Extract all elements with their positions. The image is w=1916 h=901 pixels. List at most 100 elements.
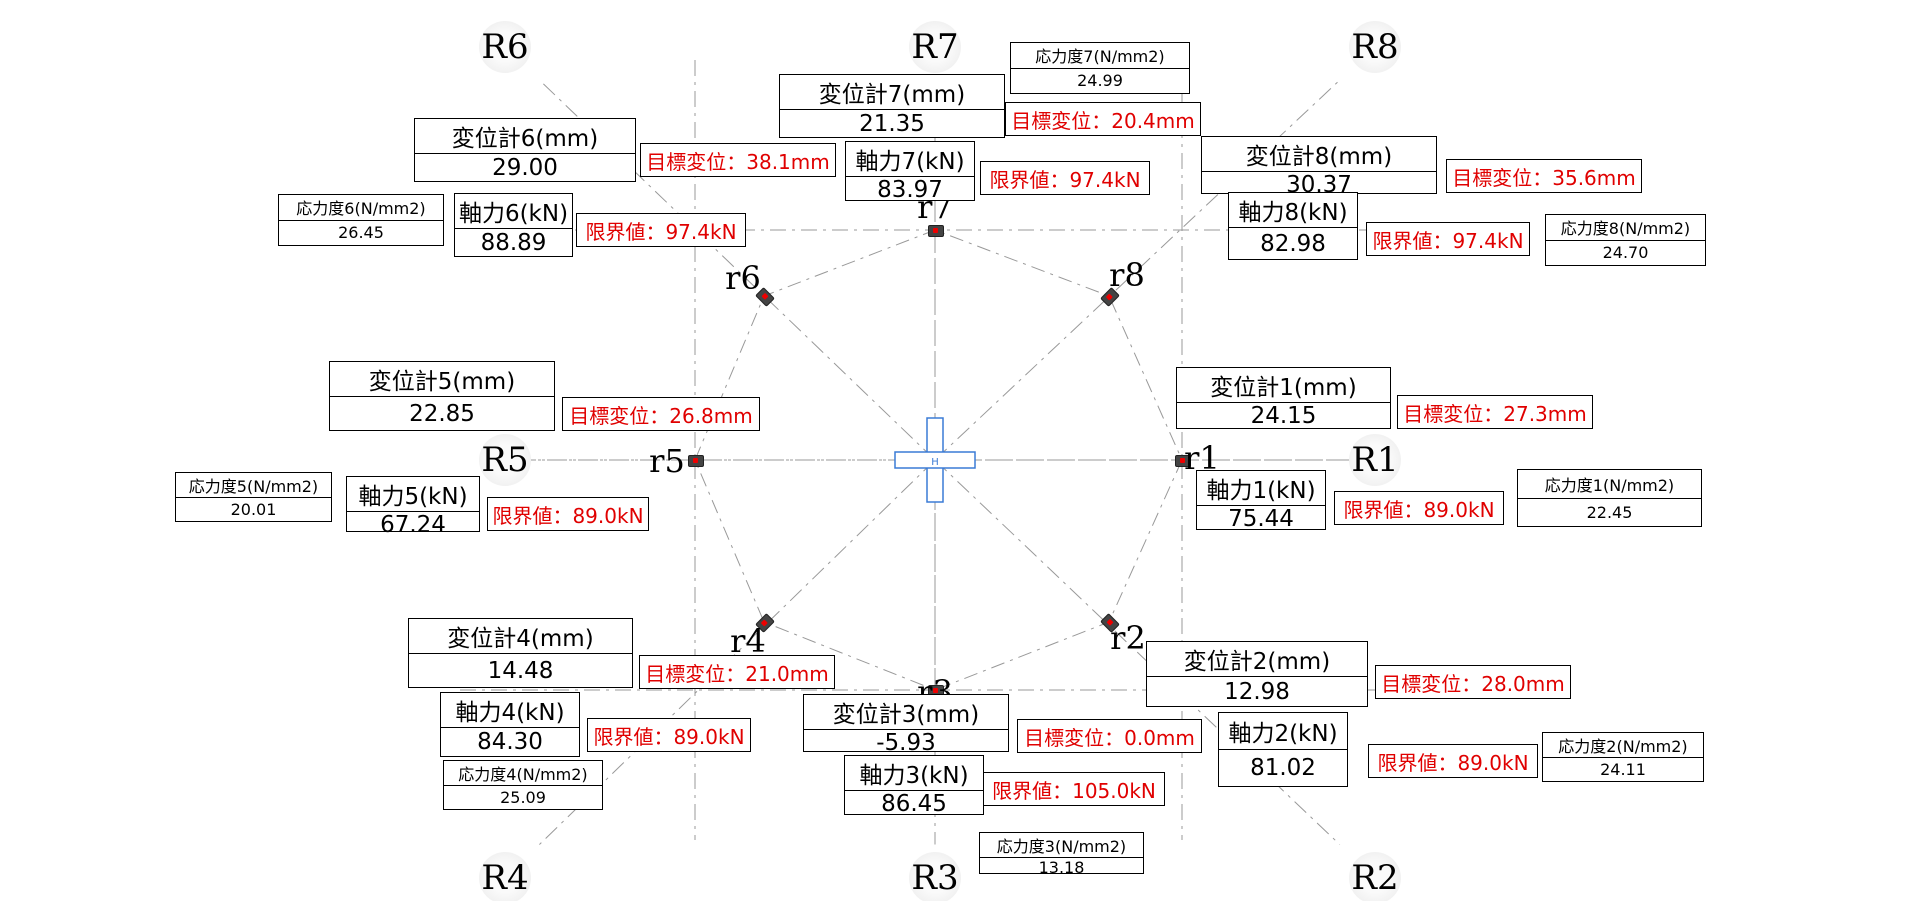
jack-marker-icon bbox=[688, 455, 704, 467]
target-displacement-2: 目標変位：28.0mm bbox=[1375, 665, 1571, 699]
limit-value-6: 限界値：97.4kN bbox=[576, 213, 746, 247]
displacement-box-3: 変位計3(mm)-5.93 bbox=[803, 694, 1009, 756]
displacement-box-4: 変位計4(mm) 14.48 bbox=[408, 618, 633, 688]
stress-title: 応力度6(N/mm2) bbox=[279, 195, 443, 221]
displacement-box-6: 変位計6(mm)29.00 bbox=[414, 118, 636, 182]
inner-label-r6: r6 bbox=[725, 259, 761, 297]
limit-value-4: 限界値：89.0kN bbox=[587, 718, 751, 752]
stress-value: 13.18 bbox=[1038, 858, 1085, 877]
stress-title: 応力度7(N/mm2) bbox=[1011, 43, 1189, 69]
displacement-title: 変位計4(mm) bbox=[409, 619, 632, 654]
outer-label-R8: R8 bbox=[1349, 21, 1401, 73]
displacement-box-5: 変位計5(mm) 22.85 bbox=[329, 361, 555, 431]
displacement-value: -5.93 bbox=[876, 730, 936, 756]
displacement-title: 変位計2(mm) bbox=[1147, 642, 1367, 677]
limit-value-8: 限界値：97.4kN bbox=[1366, 222, 1530, 256]
outer-label-R3: R3 bbox=[909, 852, 961, 901]
displacement-value: 21.35 bbox=[859, 110, 925, 137]
displacement-value: 14.48 bbox=[487, 657, 554, 684]
axial-force-title: 軸力7(kN) bbox=[846, 142, 974, 177]
axial-force-box-6: 軸力6(kN)88.89 bbox=[454, 193, 573, 257]
axial-force-box-1: 軸力1(kN)75.44 bbox=[1196, 470, 1326, 532]
stress-title: 応力度5(N/mm2) bbox=[176, 473, 331, 498]
axial-force-value: 75.44 bbox=[1228, 506, 1294, 532]
outer-label-R1: R1 bbox=[1349, 434, 1401, 486]
outer-label-R2: R2 bbox=[1349, 852, 1401, 901]
axial-force-value: 81.02 bbox=[1250, 755, 1316, 781]
axial-force-box-5: 軸力5(kN)67.24 bbox=[346, 476, 480, 538]
displacement-value: 24.15 bbox=[1250, 403, 1317, 429]
stress-box-3: 応力度3(N/mm2)13.18 bbox=[979, 832, 1144, 877]
limit-value-7: 限界値：97.4kN bbox=[980, 161, 1150, 195]
center-label: H bbox=[931, 457, 939, 468]
stress-title: 応力度1(N/mm2) bbox=[1518, 470, 1701, 499]
outer-label-R4: R4 bbox=[479, 852, 531, 901]
limit-value-5: 限界値：89.0kN bbox=[487, 497, 649, 531]
axial-force-value: 86.45 bbox=[881, 791, 947, 817]
axial-force-title: 軸力1(kN) bbox=[1197, 471, 1325, 506]
target-displacement-6: 目標変位：38.1mm bbox=[640, 143, 836, 177]
stress-title: 応力度4(N/mm2) bbox=[444, 761, 602, 786]
stress-box-4: 応力度4(N/mm2) 25.09 bbox=[443, 760, 603, 810]
target-displacement-4: 目標変位：21.0mm bbox=[639, 655, 835, 689]
displacement-title: 変位計5(mm) bbox=[330, 362, 554, 397]
stress-title: 応力度2(N/mm2) bbox=[1543, 733, 1703, 758]
stress-title: 応力度8(N/mm2) bbox=[1546, 215, 1705, 241]
axial-force-box-2: 軸力2(kN) 81.02 bbox=[1218, 712, 1348, 787]
stress-value: 22.45 bbox=[1586, 502, 1633, 522]
center-cross-icon: H bbox=[894, 417, 976, 503]
target-displacement-8: 目標変位：35.6mm bbox=[1446, 159, 1642, 193]
axial-force-value: 84.30 bbox=[477, 729, 543, 755]
displacement-title: 変位計3(mm) bbox=[804, 695, 1008, 730]
inner-label-r4: r4 bbox=[730, 622, 766, 660]
axial-force-title: 軸力4(kN) bbox=[441, 693, 579, 728]
displacement-title: 変位計8(mm) bbox=[1202, 137, 1436, 172]
stress-value: 20.01 bbox=[230, 500, 277, 519]
axial-force-title: 軸力2(kN) bbox=[1219, 713, 1347, 750]
stress-box-6: 応力度6(N/mm2)26.45 bbox=[278, 194, 444, 246]
outer-label-R6: R6 bbox=[479, 21, 531, 73]
axial-force-title: 軸力6(kN) bbox=[455, 194, 572, 229]
axial-force-box-3: 軸力3(kN)86.45 bbox=[844, 755, 984, 817]
outer-label-R7: R7 bbox=[909, 21, 961, 73]
inner-label-r8: r8 bbox=[1109, 256, 1145, 294]
displacement-title: 変位計1(mm) bbox=[1177, 368, 1390, 403]
displacement-box-8: 変位計8(mm)30.37 bbox=[1201, 136, 1437, 198]
stress-value: 24.99 bbox=[1077, 71, 1123, 91]
axial-force-title: 軸力5(kN) bbox=[347, 477, 479, 512]
inner-label-r1: r1 bbox=[1184, 439, 1220, 477]
stress-box-1: 応力度1(N/mm2) 22.45 bbox=[1517, 469, 1702, 527]
stress-title: 応力度3(N/mm2) bbox=[980, 833, 1143, 858]
displacement-value: 22.85 bbox=[409, 400, 475, 427]
limit-value-2: 限界値：89.0kN bbox=[1368, 744, 1538, 778]
stress-box-8: 応力度8(N/mm2)24.70 bbox=[1545, 214, 1706, 266]
axial-force-box-8: 軸力8(kN)82.98 bbox=[1228, 192, 1358, 260]
displacement-box-2: 変位計2(mm)12.98 bbox=[1146, 641, 1368, 707]
jack-marker-icon bbox=[928, 225, 944, 237]
axial-force-box-7: 軸力7(kN)83.97 bbox=[845, 141, 975, 203]
axial-force-box-4: 軸力4(kN)84.30 bbox=[440, 692, 580, 757]
axial-force-value: 83.97 bbox=[877, 177, 943, 203]
jack-marker-icon bbox=[1175, 455, 1191, 467]
inner-polygon bbox=[694, 229, 1183, 691]
inner-label-r5: r5 bbox=[649, 442, 685, 480]
axial-force-title: 軸力8(kN) bbox=[1229, 193, 1357, 228]
displacement-value: 12.98 bbox=[1224, 678, 1290, 705]
target-displacement-7: 目標変位：20.4mm bbox=[1005, 102, 1201, 136]
target-displacement-1: 目標変位：27.3mm bbox=[1397, 395, 1593, 429]
stress-value: 24.11 bbox=[1600, 760, 1646, 779]
stress-value: 24.70 bbox=[1602, 243, 1649, 263]
axial-force-title: 軸力3(kN) bbox=[845, 756, 983, 791]
axial-force-value: 67.24 bbox=[380, 512, 446, 538]
limit-value-1: 限界値：89.0kN bbox=[1334, 491, 1504, 525]
stress-box-2: 応力度2(N/mm2) 24.11 bbox=[1542, 732, 1704, 782]
inner-label-r2: r2 bbox=[1110, 619, 1146, 657]
stress-value: 25.09 bbox=[500, 788, 546, 807]
stress-value: 26.45 bbox=[338, 223, 384, 243]
target-displacement-5: 目標変位：26.8mm bbox=[562, 397, 760, 431]
displacement-value: 29.00 bbox=[492, 154, 558, 181]
target-displacement-3: 目標変位：0.0mm bbox=[1017, 719, 1202, 753]
displacement-box-1: 変位計1(mm)24.15 bbox=[1176, 367, 1391, 429]
displacement-title: 変位計6(mm) bbox=[415, 119, 635, 154]
